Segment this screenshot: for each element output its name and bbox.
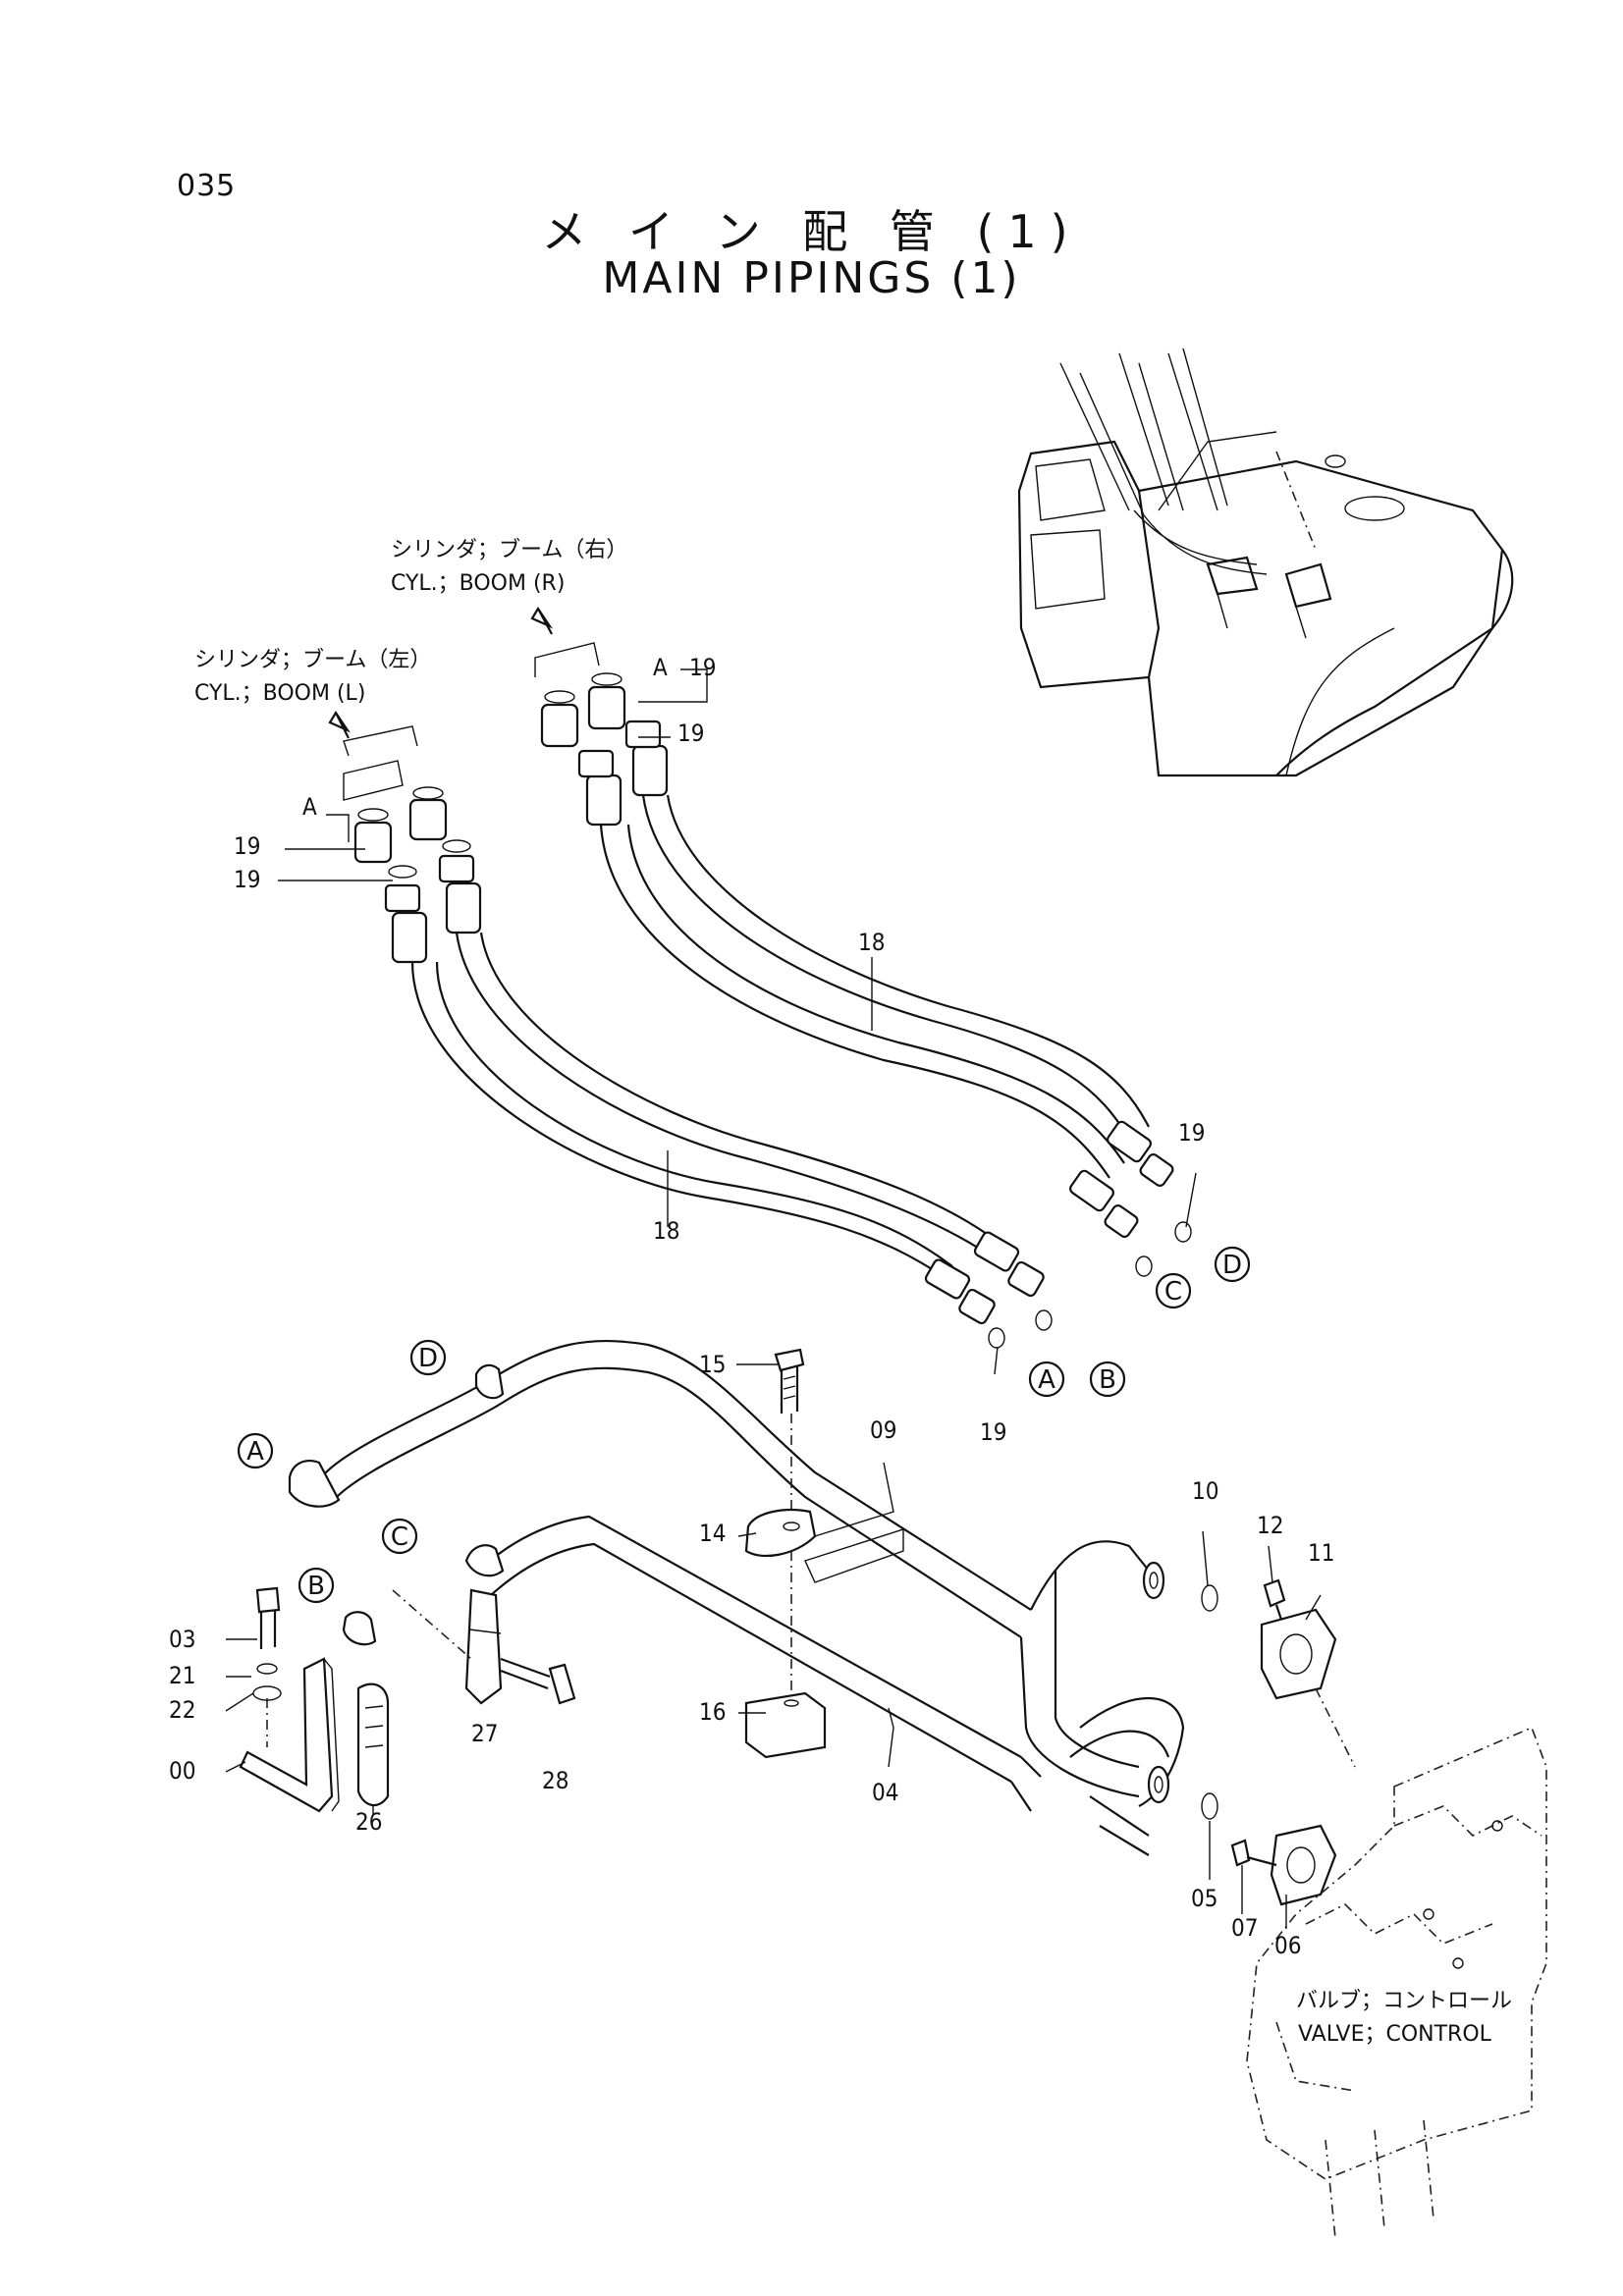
callout-valve-control-en: VALVE；CONTROL bbox=[1298, 2022, 1491, 2047]
page-number: 035 bbox=[177, 169, 237, 203]
part-number-20-r: 19 bbox=[689, 654, 717, 681]
bracket-parts bbox=[239, 1586, 576, 1813]
part-number-18-lower: 18 bbox=[653, 1217, 680, 1245]
part-number-27: 27 bbox=[471, 1720, 499, 1747]
connector-markers: A B C D D A C B bbox=[237, 1246, 1251, 1604]
part-number-19-l: 19 bbox=[234, 866, 261, 893]
page-title-english: MAIN PIPINGS (1) bbox=[602, 253, 1021, 303]
o-ring-d bbox=[1174, 1221, 1192, 1243]
svg-text:C: C bbox=[391, 1522, 408, 1552]
o-ring-c bbox=[1135, 1255, 1153, 1277]
part-number-19-r: 19 bbox=[677, 720, 705, 747]
connector-label-a-r: A bbox=[653, 654, 668, 681]
part-number-16: 16 bbox=[699, 1698, 727, 1726]
callout-cyl-boom-r-en: CYL.；BOOM (R) bbox=[391, 571, 566, 596]
o-ring-a bbox=[988, 1327, 1005, 1349]
svg-text:A: A bbox=[1038, 1365, 1055, 1395]
callout-valve-control-jp: バルブ；コントロール bbox=[1296, 1989, 1513, 2013]
part-number-19-ab: 19 bbox=[980, 1418, 1007, 1446]
hose-18-upper bbox=[534, 642, 1174, 1238]
svg-text:C: C bbox=[1164, 1277, 1182, 1307]
callout-cyl-boom-r-jp: シリンダ；ブーム（右） bbox=[391, 538, 628, 562]
arrow-to-cylinder-l bbox=[328, 710, 352, 739]
control-valve bbox=[1246, 1726, 1547, 2239]
part-number-15: 15 bbox=[699, 1351, 727, 1378]
part-number-05: 05 bbox=[1191, 1885, 1218, 1912]
part-number-14: 14 bbox=[699, 1520, 727, 1547]
part-number-03: 03 bbox=[169, 1626, 196, 1653]
part-number-11: 11 bbox=[1308, 1539, 1335, 1567]
leader-lines bbox=[225, 668, 1322, 1929]
svg-text:D: D bbox=[1222, 1251, 1242, 1280]
callout-cyl-boom-l-en: CYL.；BOOM (L) bbox=[194, 681, 366, 706]
page-title-japanese: メ イ ン 配 管 (1) bbox=[541, 205, 1082, 258]
svg-text:B: B bbox=[307, 1572, 325, 1601]
clamp-parts bbox=[744, 1348, 827, 1759]
hose-18-lower bbox=[343, 725, 1045, 1325]
part-number-04: 04 bbox=[872, 1779, 899, 1806]
pipe-assembly bbox=[288, 1339, 1185, 1856]
part-number-21: 21 bbox=[169, 1662, 196, 1689]
callout-cyl-boom-l-jp: シリンダ；ブーム（左） bbox=[194, 648, 432, 672]
svg-text:B: B bbox=[1099, 1365, 1116, 1395]
part-number-07: 07 bbox=[1231, 1914, 1259, 1942]
part-number-12: 12 bbox=[1257, 1512, 1284, 1539]
connector-label-a-l: A bbox=[302, 793, 317, 821]
svg-text:D: D bbox=[418, 1344, 438, 1373]
arrow-to-cylinder-r bbox=[530, 606, 554, 635]
svg-text:A: A bbox=[246, 1437, 264, 1467]
part-number-28: 28 bbox=[542, 1767, 569, 1794]
part-number-18-upper: 18 bbox=[858, 929, 886, 956]
part-number-00: 00 bbox=[169, 1757, 196, 1785]
o-ring-b bbox=[1035, 1309, 1053, 1331]
part-number-19-cd: 19 bbox=[1178, 1119, 1206, 1147]
part-number-09: 09 bbox=[870, 1416, 897, 1444]
excavator-overview bbox=[1017, 347, 1514, 777]
part-number-10: 10 bbox=[1192, 1477, 1219, 1505]
part-number-06: 06 bbox=[1274, 1932, 1302, 1959]
part-number-26: 26 bbox=[355, 1808, 383, 1836]
part-number-22: 22 bbox=[169, 1696, 196, 1724]
part-number-20-l: 19 bbox=[234, 832, 261, 860]
flange-parts bbox=[1201, 1578, 1356, 1906]
